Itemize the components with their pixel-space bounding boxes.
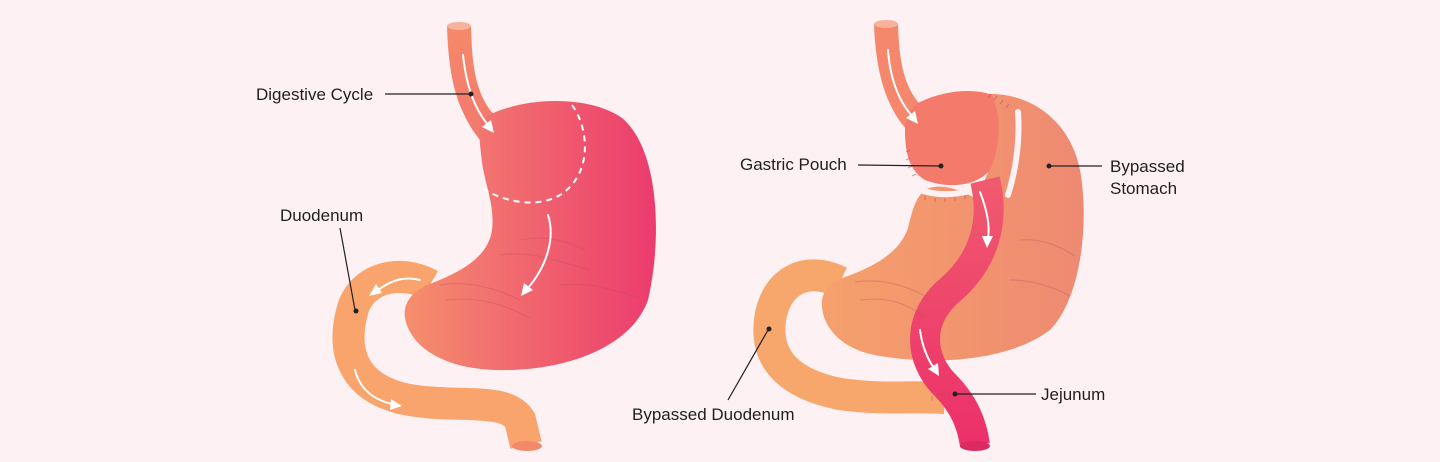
label-digestive-cycle: Digestive Cycle — [256, 85, 474, 104]
label-pointer-dot-icon — [468, 91, 474, 97]
label-bypassed-duodenum: Bypassed Duodenum — [632, 326, 795, 424]
stomach-separation — [1005, 109, 1022, 198]
bypass-stomach-illustration — [753, 20, 1084, 451]
label-bypassed-stomach: Bypassed Stomach — [1046, 157, 1185, 198]
leader-line — [727, 329, 769, 401]
label-pointer-dot-icon — [1046, 163, 1052, 169]
esophagus-opening — [874, 20, 898, 28]
flow-arrow-icon — [521, 214, 552, 296]
label-bypassed-stomach-line1: Bypassed — [1110, 157, 1185, 176]
label-jejunum: Jejunum — [952, 385, 1105, 404]
label-gastric-pouch-text: Gastric Pouch — [740, 155, 847, 174]
label-digestive-cycle-text: Digestive Cycle — [256, 85, 373, 104]
flow-arrow-icon — [887, 49, 918, 124]
label-jejunum-text: Jejunum — [1041, 385, 1105, 404]
label-pointer-dot-icon — [353, 308, 359, 314]
label-gastric-pouch: Gastric Pouch — [740, 155, 944, 174]
flow-arrow-icon — [369, 277, 421, 296]
normal-stomach-illustration — [332, 22, 656, 451]
jejunum-tube — [910, 176, 1004, 448]
label-duodenum-text: Duodenum — [280, 206, 363, 225]
leader-line — [857, 164, 941, 167]
label-bypassed-stomach-line2: Stomach — [1110, 179, 1177, 198]
staple-line — [905, 93, 1010, 401]
label-pointer-dot-icon — [766, 326, 772, 332]
flow-arrow-icon — [919, 329, 939, 376]
duodenum-tube — [332, 261, 542, 449]
stomach-folds — [854, 239, 1076, 319]
jejunum-opening — [960, 441, 990, 451]
label-pointer-dot-icon — [938, 163, 944, 169]
label-bypassed-duodenum-text: Bypassed Duodenum — [632, 405, 795, 424]
bypassed-duodenum-tube — [753, 259, 947, 414]
duodenum-opening — [512, 441, 542, 451]
esophagus-opening — [447, 22, 471, 30]
dashed-boundary — [481, 104, 586, 204]
label-duodenum: Duodenum — [280, 206, 363, 314]
leader-line — [339, 227, 356, 311]
flow-arrow-icon — [354, 369, 402, 410]
flow-arrow-icon — [979, 191, 993, 248]
gastric-pouch — [905, 90, 999, 186]
stomach-body — [404, 100, 656, 371]
label-pointer-dot-icon — [952, 391, 958, 397]
